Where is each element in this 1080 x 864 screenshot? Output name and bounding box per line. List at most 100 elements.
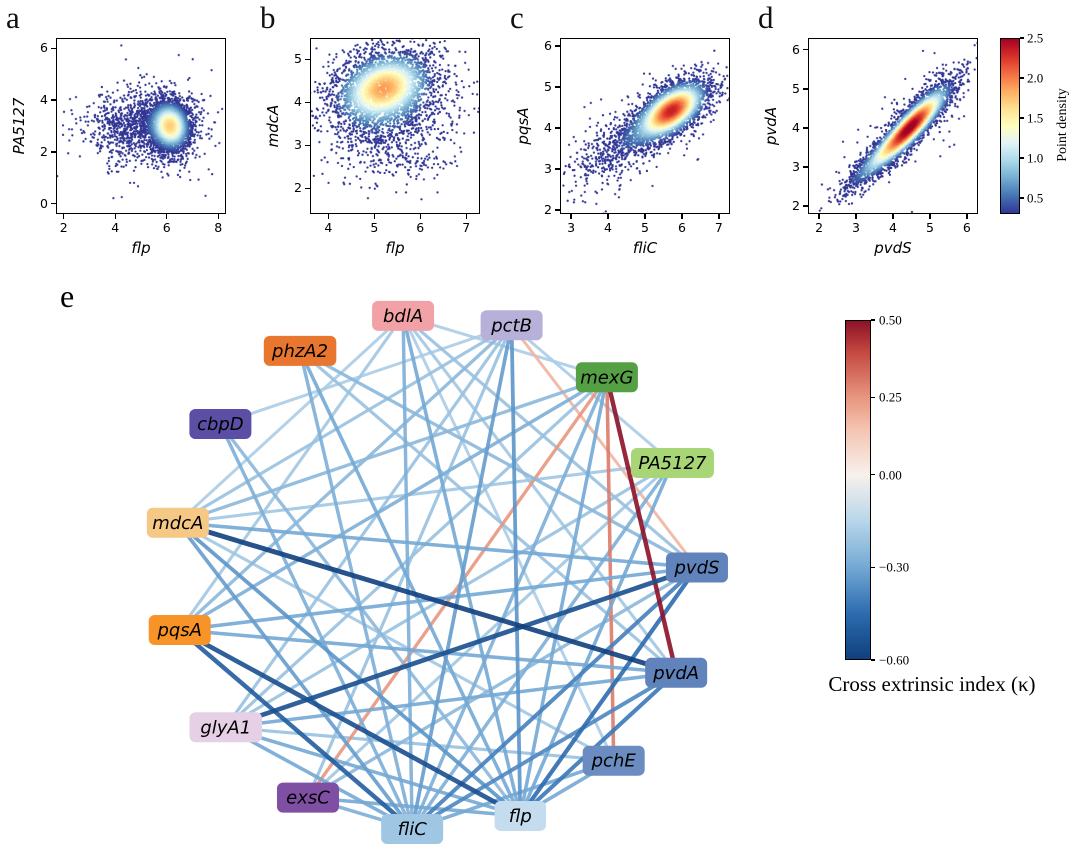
density-colorbar-tick-mark [1020, 37, 1024, 39]
x-tick-label: 5 [641, 220, 649, 235]
y-tick-label: 4 [40, 91, 48, 107]
y-tick-mark [555, 127, 560, 129]
x-tick-label: 3 [567, 220, 576, 235]
kappa-colorbar-tick-label: 0.50 [879, 312, 902, 328]
network-node: PA5127 [630, 447, 714, 478]
x-tick-mark [217, 214, 219, 219]
network-node-label: pvdA [652, 663, 699, 684]
panel-letter: b [260, 0, 276, 35]
network-node-box [148, 615, 211, 646]
x-tick-mark [63, 214, 65, 219]
density-scatter-canvas [57, 39, 225, 213]
y-tick-mark [305, 58, 310, 61]
y-tick-mark [555, 86, 560, 88]
network-edge [224, 323, 514, 729]
y-tick-label: 5 [294, 51, 302, 67]
network-edge [176, 314, 405, 525]
plot-area [560, 38, 730, 214]
y-tick-label: 2 [294, 179, 302, 195]
network-node-label: pchE [591, 751, 637, 772]
panel-letter: e [60, 278, 75, 314]
network-node-label: exsC [286, 788, 330, 809]
x-axis-label: pvdS [874, 239, 912, 257]
y-tick-label: 4 [294, 94, 302, 110]
network-node-box [276, 782, 339, 813]
y-tick-label: 5 [544, 78, 552, 94]
network-edge [218, 422, 522, 818]
network-edge [218, 422, 414, 831]
network-edge [223, 671, 678, 730]
network-node-box [372, 300, 435, 331]
x-tick-mark [419, 214, 421, 219]
network-edge [410, 758, 616, 831]
y-tick-label: 6 [792, 41, 800, 57]
network-node: exsC [276, 782, 339, 813]
y-tick-mark [305, 187, 310, 189]
y-tick-mark [555, 45, 560, 47]
network-node-label: flp [509, 806, 532, 827]
y-tick-label: 3 [544, 160, 552, 176]
x-tick-label: 4 [111, 220, 120, 235]
network-edge [176, 375, 609, 525]
plot-area [808, 38, 978, 214]
density-scatter-canvas [561, 39, 729, 213]
network-node-box [189, 409, 252, 440]
network-node-label: glyA1 [200, 717, 251, 738]
x-tick-label: 8 [214, 220, 223, 235]
network-node-label: pctB [490, 315, 532, 336]
network-edge [410, 323, 514, 831]
y-tick-mark [803, 127, 808, 129]
kappa-colorbar-tick-mark [871, 659, 875, 661]
x-tick-label: 4 [889, 220, 897, 235]
network-edge [298, 349, 523, 818]
network-edge [410, 375, 609, 831]
network-edge [218, 323, 514, 426]
x-tick-mark [966, 214, 968, 219]
network-node-box [645, 657, 708, 688]
y-tick-label: 5 [792, 80, 800, 96]
x-axis-label: fliC [632, 239, 658, 257]
network-edge [509, 323, 523, 818]
network-node-box [381, 814, 444, 845]
panel-letter: d [758, 0, 774, 35]
y-tick-mark [51, 99, 56, 101]
network-node: fliC [381, 814, 444, 845]
network-node-label: bdlA [383, 306, 423, 327]
network-edge [176, 521, 616, 763]
density-scatter-canvas [809, 39, 977, 213]
network-node: pvdS [665, 552, 728, 583]
y-tick-mark [803, 166, 808, 168]
network-edge [175, 520, 523, 818]
kappa-colorbar-tick-mark [871, 396, 875, 398]
network-edge [410, 670, 679, 831]
network-edge [401, 314, 523, 818]
kappa-colorbar-tick-mark [871, 319, 875, 321]
x-tick-mark [892, 214, 894, 219]
density-colorbar-label: Point density [1055, 88, 1070, 162]
network-node-box [665, 552, 728, 583]
network-edge [176, 520, 699, 570]
network-edge [176, 323, 514, 525]
x-tick-mark [373, 214, 375, 219]
network-edge [306, 461, 675, 800]
network-node-label: PA5127 [638, 453, 707, 474]
network-node: pvdA [645, 657, 708, 688]
kappa-colorbar [845, 320, 871, 660]
x-tick-label: 7 [462, 220, 471, 235]
network-node-label: fliC [398, 819, 428, 840]
network-edge [223, 725, 523, 818]
network-node-label: phzA2 [271, 341, 328, 362]
network-node: flp [494, 800, 547, 831]
network-node-box [146, 507, 209, 538]
network-edge [518, 375, 609, 818]
network-edge [177, 375, 609, 632]
network-edge [401, 314, 616, 763]
network-node-box [480, 310, 543, 341]
x-tick-mark [681, 214, 683, 219]
density-colorbar-tick-label: 1.5 [1027, 110, 1044, 126]
x-tick-mark [166, 214, 168, 219]
y-tick-label: 4 [792, 119, 800, 135]
